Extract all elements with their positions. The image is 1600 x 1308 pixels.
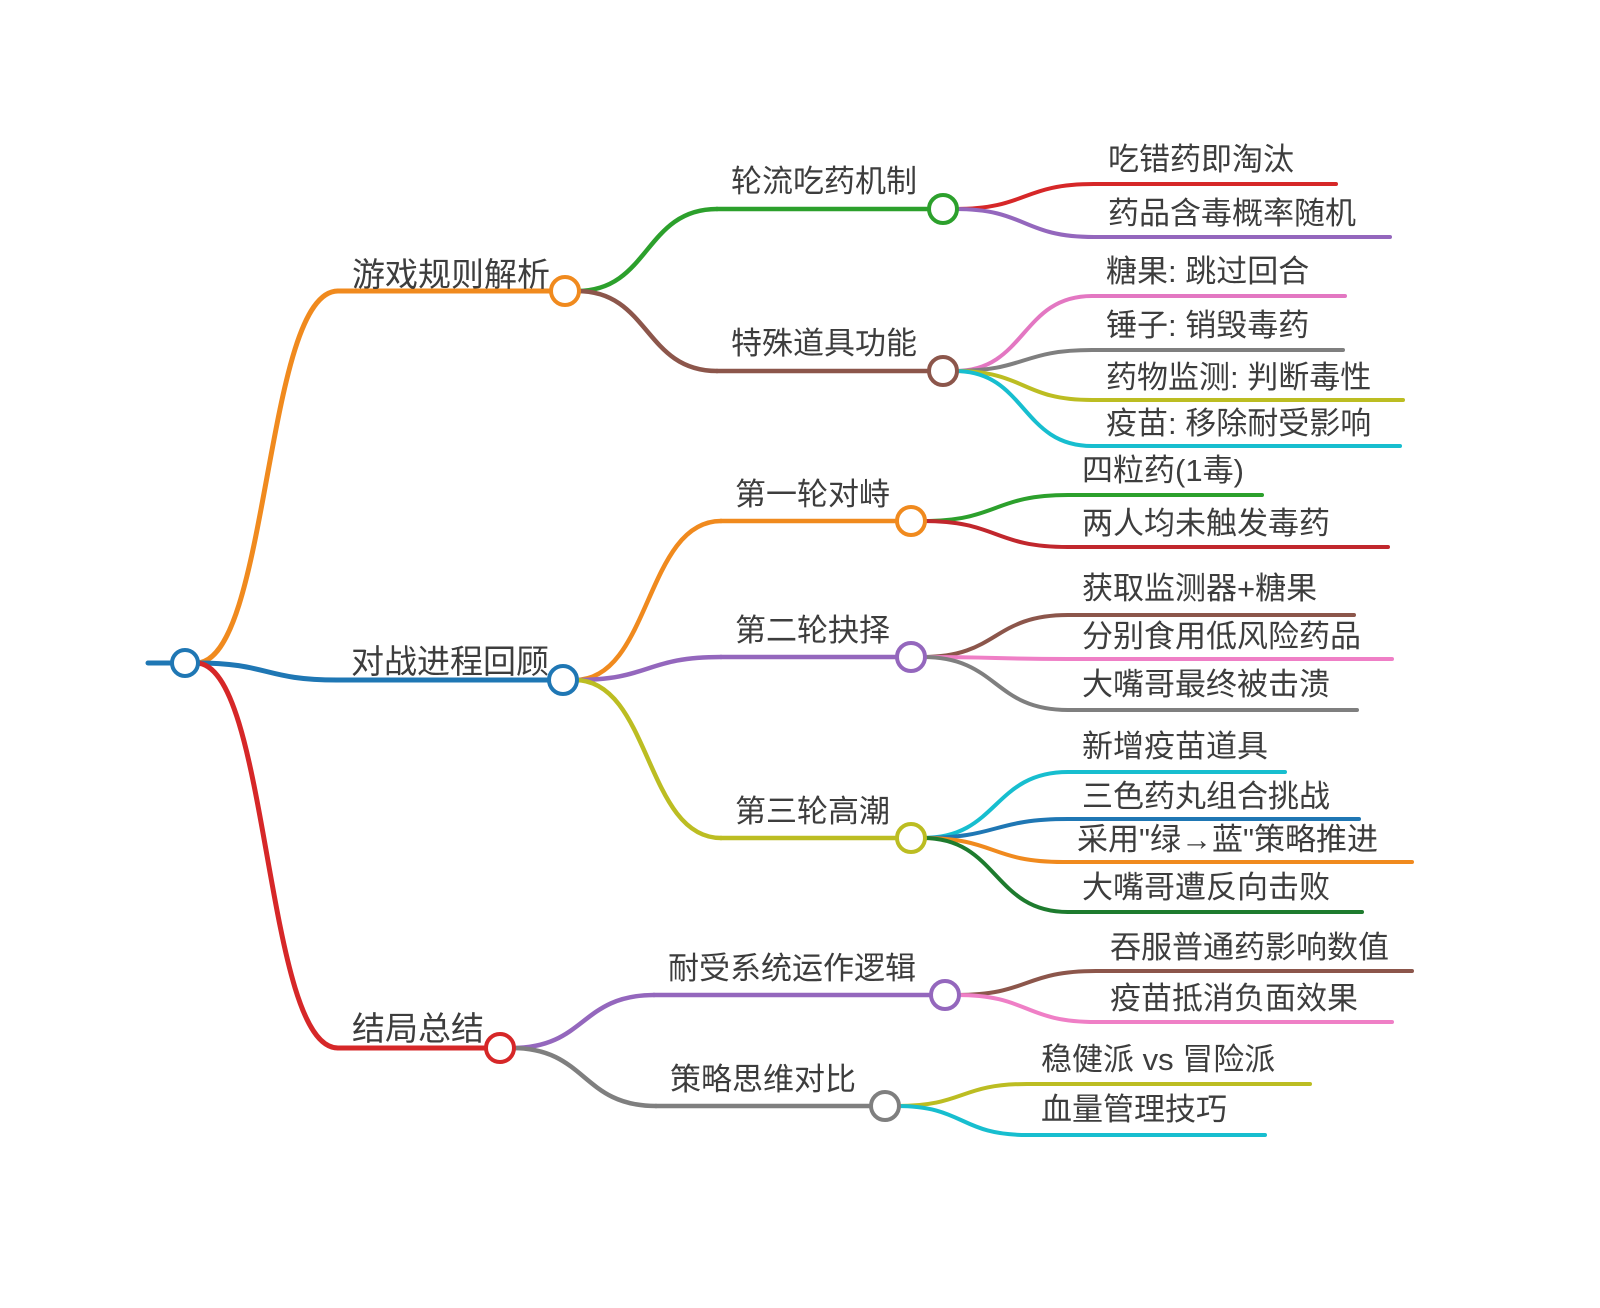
edge-summary-strategy xyxy=(509,1045,659,1109)
subbranch-label-round1[interactable]: 第一轮对峙 xyxy=(735,477,890,512)
branch-label-rules[interactable]: 游戏规则解析 xyxy=(352,256,550,293)
leaf-label-strategy-0[interactable]: 稳健派 vs 冒险派 xyxy=(1041,1042,1276,1077)
node-battle-ring xyxy=(547,664,579,696)
leaf-label-round1-0[interactable]: 四粒药(1毒) xyxy=(1082,453,1244,488)
edge-rules-special-items xyxy=(574,288,720,374)
edge-round2-leaf-0 xyxy=(921,613,1070,659)
edge-round1-leaf-1 xyxy=(921,519,1070,549)
node-turn-mechanic[interactable] xyxy=(927,193,959,225)
node-battle[interactable] xyxy=(547,664,579,696)
leaf-label-round3-0[interactable]: 新增疫苗道具 xyxy=(1082,729,1268,764)
node-round1-ring xyxy=(895,505,927,537)
subbranch-label-special-items[interactable]: 特殊道具功能 xyxy=(731,326,917,361)
node-rules-ring xyxy=(549,275,581,307)
edge-round1-leaf-0 xyxy=(921,493,1070,523)
leaf-label-turn-mechanic-0[interactable]: 吃错药即淘汰 xyxy=(1108,142,1294,177)
leaf-label-turn-mechanic-1[interactable]: 药品含毒概率随机 xyxy=(1108,196,1356,231)
node-strategy-ring xyxy=(869,1090,901,1122)
node-special-items-ring xyxy=(927,355,959,387)
leaf-label-round3-3[interactable]: 大嘴哥遭反向击败 xyxy=(1082,870,1330,905)
node-root[interactable] xyxy=(170,648,200,678)
subbranch-label-strategy[interactable]: 策略思维对比 xyxy=(670,1062,856,1097)
leaf-label-special-items-1[interactable]: 锤子: 销毁毒药 xyxy=(1106,308,1310,343)
edge-special-items-leaf-3 xyxy=(953,369,1094,448)
leaf-label-strategy-1[interactable]: 血量管理技巧 xyxy=(1041,1092,1227,1127)
leaf-label-round3-2[interactable]: 采用"绿→蓝"策略推进 xyxy=(1077,822,1379,857)
subbranch-label-round3[interactable]: 第三轮高潮 xyxy=(735,794,890,829)
edge-battle-round2 xyxy=(572,654,724,683)
leaf-label-round2-0[interactable]: 获取监测器+糖果 xyxy=(1082,571,1318,606)
node-special-items[interactable] xyxy=(927,355,959,387)
edge-strategy-leaf-0 xyxy=(895,1082,1029,1108)
node-round1[interactable] xyxy=(895,505,927,537)
leaf-label-special-items-0[interactable]: 糖果: 跳过回合 xyxy=(1106,254,1310,289)
edge-root-battle xyxy=(193,660,340,683)
edge-turn-mechanic-leaf-1 xyxy=(953,207,1096,239)
branch-label-summary[interactable]: 结局总结 xyxy=(352,1010,484,1047)
node-tolerance[interactable] xyxy=(929,979,961,1011)
edge-strategy-leaf-1 xyxy=(895,1104,1029,1137)
node-summary[interactable] xyxy=(484,1032,516,1064)
leaf-label-round2-2[interactable]: 大嘴哥最终被击溃 xyxy=(1082,667,1330,702)
edge-round2-leaf-2 xyxy=(921,655,1070,712)
edge-battle-round3 xyxy=(572,677,724,841)
edge-round3-leaf-0 xyxy=(921,770,1070,840)
node-summary-ring xyxy=(484,1032,516,1064)
subbranch-label-round2[interactable]: 第二轮抉择 xyxy=(735,613,890,648)
node-round2-ring xyxy=(895,641,927,673)
edge-tolerance-leaf-1 xyxy=(955,993,1098,1024)
node-round3[interactable] xyxy=(895,822,927,854)
subbranch-label-turn-mechanic[interactable]: 轮流吃药机制 xyxy=(731,164,917,199)
branch-label-battle[interactable]: 对战进程回顾 xyxy=(351,643,549,680)
edge-battle-round1 xyxy=(572,518,724,683)
leaf-label-special-items-2[interactable]: 药物监测: 判断毒性 xyxy=(1106,360,1372,395)
node-round2[interactable] xyxy=(895,641,927,673)
node-rules[interactable] xyxy=(549,275,581,307)
edge-special-items-leaf-0 xyxy=(953,294,1094,373)
node-tolerance-ring xyxy=(929,979,961,1011)
leaf-label-round3-1[interactable]: 三色药丸组合挑战 xyxy=(1082,779,1330,814)
node-strategy[interactable] xyxy=(869,1090,901,1122)
leaf-label-round2-1[interactable]: 分别食用低风险药品 xyxy=(1082,619,1361,654)
node-turn-mechanic-ring xyxy=(927,193,959,225)
edge-root-rules xyxy=(193,288,341,666)
leaf-label-round1-1[interactable]: 两人均未触发毒药 xyxy=(1082,506,1330,541)
leaf-label-tolerance-1[interactable]: 疫苗抵消负面效果 xyxy=(1110,981,1358,1016)
leaf-label-tolerance-0[interactable]: 吞服普通药影响数值 xyxy=(1110,930,1389,965)
node-round3-ring xyxy=(895,822,927,854)
leaf-label-special-items-3[interactable]: 疫苗: 移除耐受影响 xyxy=(1106,406,1372,441)
edge-turn-mechanic-leaf-0 xyxy=(953,182,1096,211)
edge-rules-turn-mechanic xyxy=(574,206,720,294)
edge-round3-leaf-3 xyxy=(921,836,1070,914)
node-root-ring xyxy=(170,648,200,678)
edge-root-summary xyxy=(193,660,341,1051)
edge-tolerance-leaf-0 xyxy=(955,969,1098,997)
subbranch-label-tolerance[interactable]: 耐受系统运作逻辑 xyxy=(668,951,916,986)
edge-summary-tolerance xyxy=(509,992,657,1051)
